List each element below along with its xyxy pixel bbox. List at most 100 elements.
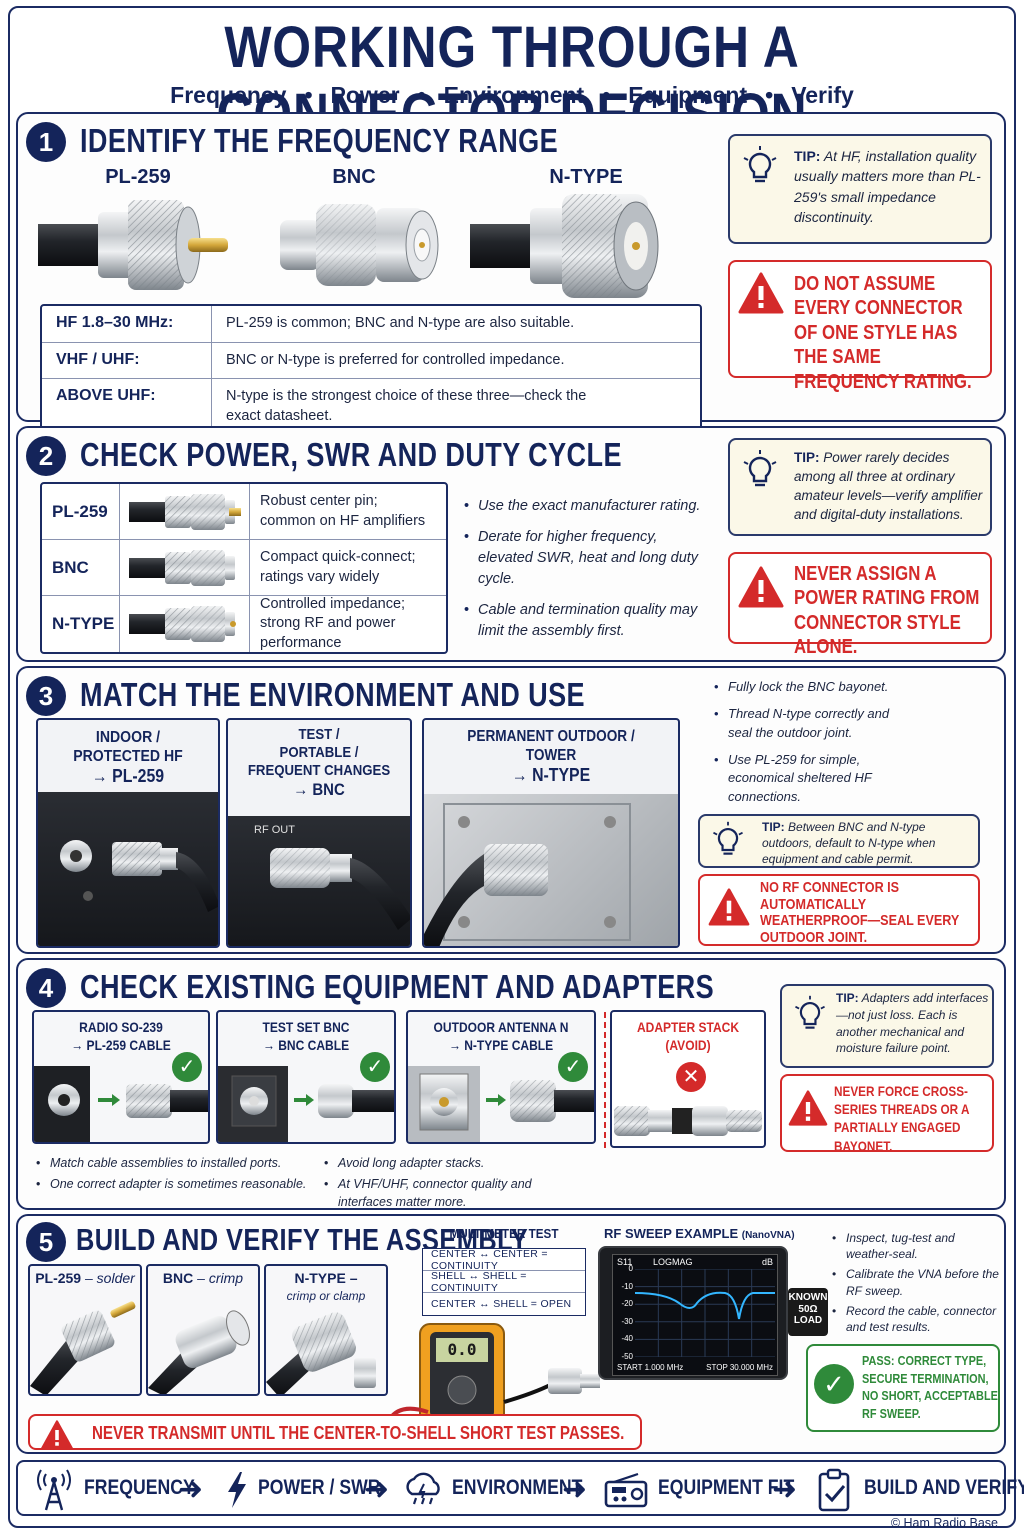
freq-range-label: VHF / UHF: (42, 342, 212, 379)
connector-name: BNC (42, 540, 120, 595)
assembly-name: PL-259 (35, 1270, 82, 1286)
warning-text: DO NOT ASSUME EVERY CONNECTOR OF ONE STY… (794, 273, 972, 393)
tip-box: TIP: Between BNC and N-type outdoors, de… (698, 814, 980, 868)
multimeter-title: MULTIMETER TEST (449, 1226, 559, 1241)
section-number: 3 (26, 676, 66, 716)
equipment-card-antenna: OUTDOOR ANTENNA N → N-TYPE CABLE ✓ (406, 1010, 596, 1144)
assembly-name: N-TYPE – (294, 1270, 358, 1286)
assembly-method: crimp or clamp (286, 1288, 366, 1303)
pl259-connector-image (38, 200, 228, 290)
equipment-bullets-left: Match cable assemblies to installed port… (36, 1154, 336, 1196)
assembly-name: BNC (162, 1270, 194, 1286)
step-build-verify: BUILD AND VERIFY (864, 1476, 1024, 1499)
freq-range-advice: N-type is the strongest choice of these … (226, 388, 587, 424)
tip-label: TIP: (794, 450, 820, 465)
tip-box: TIP: Power rarely decides among all thre… (728, 438, 992, 536)
bulb-icon (743, 450, 777, 487)
list-item: At VHF/UHF, connector quality and interf… (324, 1175, 584, 1211)
vna-device: S11 LOGMAG dB 0-10-20-30-40-50 START 1.0… (598, 1246, 788, 1380)
tip-label: TIP: (836, 991, 859, 1005)
vna-plot (635, 1269, 775, 1357)
warning-text: NEVER TRANSMIT UNTIL THE CENTER-TO-SHELL… (92, 1423, 625, 1443)
arrow-icon: ➜ (562, 1473, 588, 1506)
section-title: CHECK POWER, SWR AND DUTY CYCLE (80, 436, 622, 473)
equipment-card-radio: RADIO SO-239→ PL-259 CABLE ✓ (32, 1010, 210, 1144)
bulb-icon (743, 146, 777, 183)
connector-note: Compact quick-connect; ratings vary wide… (260, 548, 416, 585)
section-environment: 3 MATCH THE ENVIRONMENT AND USE INDOOR /… (16, 666, 1006, 954)
connector-label-pl259: PL-259 (105, 166, 171, 188)
section-number: 2 (26, 436, 66, 476)
checkmark-icon: ✓ (172, 1052, 202, 1082)
environment-bullets: Fully lock the BNC bayonet. Thread N-typ… (714, 678, 914, 817)
bnc-test-image (270, 848, 410, 930)
connector-name: N-TYPE (42, 596, 120, 652)
known-load: KNOWN 50Ω LOAD (788, 1288, 828, 1336)
tip-text: Between BNC and N-type outdoors, default… (762, 820, 936, 867)
vna-y-tick: -40 (621, 1334, 633, 1344)
subtitle-verify: Verify (791, 82, 854, 108)
photo-caption-result: → N-TYPE (511, 765, 591, 786)
vna-trace: S11 (617, 1257, 633, 1267)
cloud-rain-icon (406, 1472, 440, 1505)
table-row: BNC Compact quick-connect; ratings vary … (42, 540, 446, 596)
bnc-connector-image (280, 204, 439, 286)
card-line: TEST SET BNC (262, 1019, 350, 1035)
subtitle-frequency: Frequency (170, 82, 287, 108)
photo-caption-line: PORTABLE / (279, 744, 359, 761)
multimeter-display: 0.0 (447, 1340, 477, 1359)
frequency-table: HF 1.8–30 MHz: PL-259 is common; BNC and… (40, 304, 702, 437)
sweep-subtitle: (NanoVNA) (741, 1230, 795, 1241)
photo-test-portable: TEST / PORTABLE / FREQUENT CHANGES → BNC… (226, 718, 412, 948)
section-number: 4 (26, 968, 66, 1008)
vna-y-tick: -10 (621, 1281, 633, 1291)
list-item: Cable and termination quality may limit … (464, 600, 704, 642)
warning-text: NEVER FORCE CROSS-SERIES THREADS OR A PA… (834, 1083, 970, 1154)
power-bullets: Use the exact manufacturer rating. Derat… (464, 496, 704, 652)
checkmark-icon: ✓ (558, 1052, 588, 1082)
card-line: → N-TYPE CABLE (448, 1037, 554, 1054)
verify-bullets: Inspect, tug-test and weather-seal. Cali… (832, 1230, 1002, 1338)
assembly-method: – crimp (197, 1270, 244, 1286)
list-item: Derate for higher frequency, elevated SW… (464, 527, 704, 590)
freq-range-label: HF 1.8–30 MHz: (42, 306, 212, 342)
warning-text: NEVER ASSIGN A POWER RATING FROM CONNECT… (794, 563, 980, 659)
photo-caption-line: PROTECTED HF (73, 748, 183, 766)
warning-triangle-icon (708, 888, 750, 926)
card-line: → BNC CABLE (262, 1037, 350, 1054)
vna-screen: S11 LOGMAG dB 0-10-20-30-40-50 START 1.0… (612, 1254, 778, 1376)
bnc-adapter-image (218, 1066, 394, 1142)
multimeter-table: CENTER ↔ CENTER = CONTINUITY SHELL ↔ SHE… (422, 1248, 586, 1316)
connector-note: Controlled impedance; strong RF and powe… (260, 595, 406, 651)
ntype-connector-image (470, 194, 659, 298)
tip-box: TIP: Adapters add interfaces—not just lo… (780, 984, 994, 1068)
equipment-card-adapter-stack: ADAPTER STACK(AVOID) ✕ (610, 1010, 766, 1148)
warning-triangle-icon (738, 272, 784, 314)
photo-outdoor-tower: PERMANENT OUTDOOR / TOWER → N-TYPE (422, 718, 680, 948)
vna-start: START 1.000 MHz (617, 1363, 684, 1372)
page-frame (8, 6, 1016, 1528)
card-line: OUTDOOR ANTENNA N (433, 1019, 569, 1035)
warning-box: DO NOT ASSUME EVERY CONNECTOR OF ONE STY… (728, 260, 992, 393)
assembly-card-pl259: PL-259 – solder (28, 1264, 142, 1396)
connector-name: PL-259 (42, 484, 120, 539)
warning-triangle-icon (40, 1420, 74, 1450)
bulb-icon (795, 995, 825, 1029)
warning-triangle-icon (788, 1090, 828, 1126)
multimeter-row: CENTER ↔ CENTER = CONTINUITY (423, 1248, 585, 1272)
list-item: Use PL-259 for simple, economical shelte… (714, 751, 914, 808)
vna-y-tick: -30 (621, 1316, 633, 1326)
photo-caption-line: PERMANENT OUTDOOR / (467, 728, 635, 745)
warning-box: NEVER ASSIGN A POWER RATING FROM CONNECT… (728, 552, 992, 658)
section-title: CHECK EXISTING EQUIPMENT AND ADAPTERS (80, 968, 715, 1005)
section-title: IDENTIFY THE FREQUENCY RANGE (80, 122, 559, 159)
table-row: N-TYPE Controlled impedance; strong RF a… (42, 596, 446, 652)
process-flow-footer: FREQUENCY ➜ POWER / SWR ➜ ENVIRONMENT ➜ … (16, 1460, 1024, 1516)
section-power: 2 CHECK POWER, SWR AND DUTY CYCLE PL-259… (16, 426, 1006, 662)
assembly-card-ntype: N-TYPE – crimp or clamp (264, 1264, 388, 1396)
equipment-bullets-right: Avoid long adapter stacks. At VHF/UHF, c… (324, 1154, 584, 1214)
vna-sweep-trace (635, 1291, 775, 1320)
ntype-thumbnail (128, 606, 236, 642)
section-frequency: 1 IDENTIFY THE FREQUENCY RANGE PL-259 BN… (16, 112, 1006, 437)
arrow-icon: ➜ (772, 1473, 798, 1506)
